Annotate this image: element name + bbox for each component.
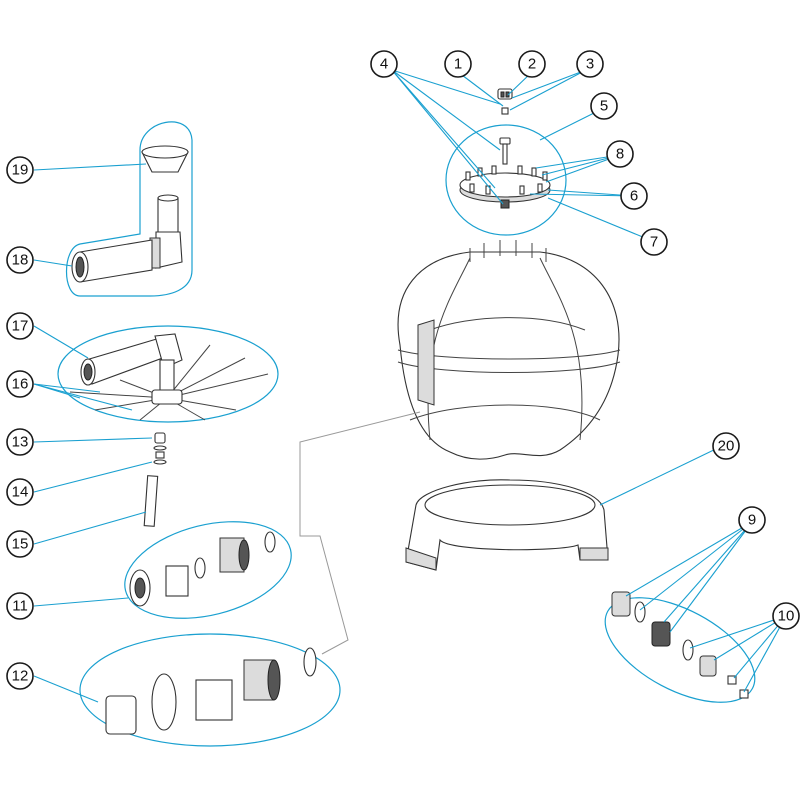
callout-19-label: 19: [12, 162, 29, 179]
callout-5-label: 5: [600, 98, 608, 115]
callout-18: 18: [6, 246, 34, 274]
callout-6-label: 6: [630, 188, 638, 205]
callout-5: 5: [590, 92, 618, 120]
callout-4: 4: [370, 50, 398, 78]
callout-1-label: 1: [454, 56, 462, 73]
elbow-pipe: [71, 194, 183, 283]
union-assembly-small: [124, 521, 292, 619]
callout-11-label: 11: [12, 598, 28, 615]
callout-16: 16: [6, 370, 34, 398]
filter-tank: [397, 240, 621, 460]
callout-9-label: 9: [748, 512, 756, 529]
callout-8: 8: [606, 140, 634, 168]
callout-15-label: 15: [12, 536, 29, 553]
callout-3: 3: [576, 50, 604, 78]
callout-17: 17: [6, 312, 34, 340]
lid-studs: [465, 165, 548, 195]
callout-20: 20: [712, 432, 740, 460]
lid-center-nut: [500, 199, 510, 209]
callout-20-label: 20: [718, 438, 735, 455]
callout-16-label: 16: [12, 376, 29, 393]
callout-17-label: 17: [12, 318, 29, 335]
funnel-part: [141, 145, 189, 173]
callout-12-label: 12: [12, 668, 29, 685]
callout-8-label: 8: [616, 146, 624, 163]
callout-14-label: 14: [12, 484, 29, 501]
callout-7-label: 7: [650, 234, 658, 251]
callout-6: 6: [620, 182, 648, 210]
callout-15: 15: [6, 530, 34, 558]
callout-4-label: 4: [380, 56, 388, 73]
callout-13: 13: [6, 428, 34, 456]
callout-7: 7: [640, 228, 668, 256]
callout-2-label: 2: [528, 56, 536, 73]
callout-14: 14: [6, 478, 34, 506]
collector-pipe: [80, 333, 183, 397]
callout-3-label: 3: [586, 56, 594, 73]
union-assembly-large: [79, 633, 341, 747]
callout-10: 10: [772, 602, 800, 630]
callout-12: 12: [6, 662, 34, 690]
lid-assembly: [445, 88, 567, 236]
callout-13-label: 13: [12, 434, 29, 451]
lid-group-outline: [445, 124, 567, 236]
valve-assembly: [604, 591, 756, 703]
connector-line: [299, 411, 421, 655]
callout-1: 1: [444, 50, 472, 78]
lateral-assembly: [57, 325, 279, 423]
tank-top-studs: [469, 240, 547, 262]
pipe-assembly: [65, 121, 193, 297]
callout-11: 11: [6, 592, 34, 620]
tank-base: [405, 479, 609, 571]
callout-18-label: 18: [12, 252, 29, 269]
callout-19: 19: [6, 156, 34, 184]
center-tube-parts: [143, 432, 167, 527]
lateral-arms: [69, 344, 269, 421]
callout-2: 2: [518, 50, 546, 78]
lid-bolt: [499, 137, 511, 165]
callout-10-label: 10: [778, 608, 795, 625]
callout-9: 9: [738, 506, 766, 534]
